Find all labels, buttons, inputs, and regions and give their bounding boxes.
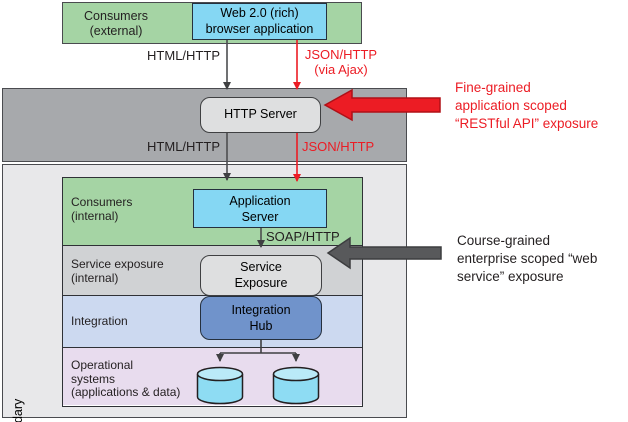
node-http-server: HTTP Server <box>200 97 321 133</box>
band-consumers-internal-label: Consumers (internal) <box>71 195 133 223</box>
label-json-http-mid: JSON/HTTP <box>302 139 375 154</box>
zone-consumers-external-label: Consumers (external) <box>84 9 148 38</box>
band-operational-systems-label: Operational systems (applications & data… <box>71 358 181 399</box>
node-application-server: Application Server <box>193 189 327 228</box>
node-integration-hub: Integration Hub <box>200 296 322 340</box>
band-service-exposure-label: Service exposure (internal) <box>71 257 164 285</box>
annotation-web-service: Course-grained enterprise scoped “web se… <box>457 233 598 284</box>
annotation-restful-api: Fine-grained application scoped “RESTful… <box>455 80 599 131</box>
node-web-browser-application: Web 2.0 (rich) browser application <box>192 3 327 40</box>
band-operational-systems: Operational systems (applications & data… <box>63 348 362 405</box>
label-html-http-top: HTML/HTTP <box>147 48 220 63</box>
label-html-http-mid: HTML/HTTP <box>147 139 220 154</box>
label-json-http-top: JSON/HTTP (via Ajax) <box>304 47 378 77</box>
zone-enterprise-boundary-label: Enterprise boundary <box>10 375 26 422</box>
label-soap-http: SOAP/HTTP <box>266 229 340 244</box>
band-integration-label: Integration <box>71 314 128 328</box>
node-service-exposure: Service Exposure <box>200 255 322 296</box>
